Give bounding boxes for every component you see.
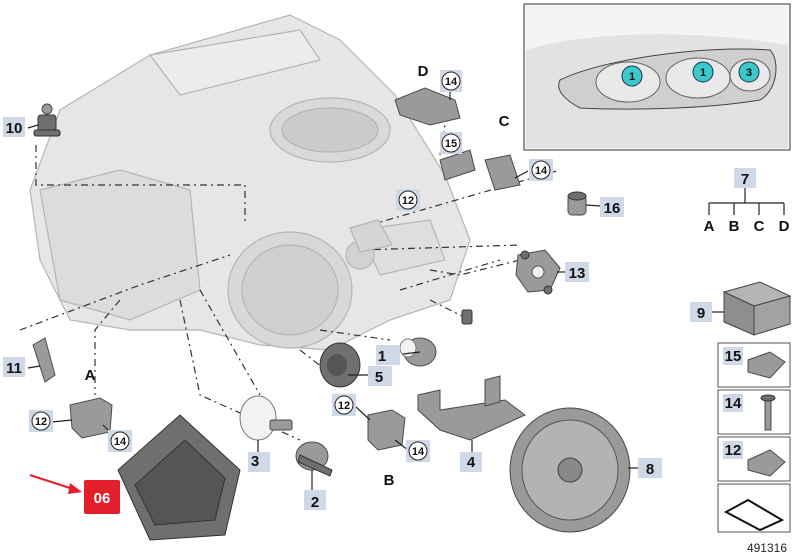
part-10-grommet [33, 103, 61, 137]
part-2-socket [295, 441, 333, 477]
callout-4: 4 [460, 452, 482, 472]
callout-12-b: 12 [332, 394, 356, 416]
part-13-flange [515, 249, 561, 295]
callout-06: 06 [84, 480, 120, 514]
part-9-box: 9 [690, 281, 792, 336]
part-screw [461, 309, 473, 325]
svg-text:7: 7 [741, 171, 749, 188]
callout-14-a: 14 [108, 430, 132, 452]
callout-12-a: 12 [29, 410, 53, 432]
svg-text:14: 14 [412, 446, 425, 458]
svg-text:14: 14 [114, 436, 127, 448]
svg-text:8: 8 [646, 461, 654, 478]
letter-c: C [499, 113, 510, 130]
svg-text:14: 14 [445, 76, 458, 88]
part-8-cover [509, 407, 631, 533]
callout-2: 2 [304, 490, 326, 511]
headlight-housing [29, 14, 471, 351]
legend-14: 14 [725, 395, 742, 412]
inset-marker-1b: 1 [700, 67, 706, 79]
inset-marker-3: 3 [746, 67, 752, 79]
part-d-bracket [394, 87, 461, 126]
callout-13: 13 [565, 262, 589, 282]
svg-text:4: 4 [467, 454, 476, 471]
svg-text:12: 12 [338, 400, 350, 412]
tree-letter-c: C [754, 218, 765, 235]
legend-12: 12 [725, 442, 742, 459]
part-3-bulb [239, 395, 293, 441]
letter-a: A [85, 367, 96, 384]
svg-text:3: 3 [251, 453, 259, 470]
highlight-arrow [29, 474, 82, 494]
part-a-bracket [69, 397, 113, 439]
vehicle-inset: 1 1 3 [523, 3, 791, 151]
part-c-bracket [484, 154, 521, 191]
part-12-anchor [349, 219, 393, 253]
svg-text:06: 06 [94, 490, 111, 507]
letter-b: B [384, 472, 395, 489]
part-4-bracket [417, 375, 526, 441]
svg-text:12: 12 [402, 195, 414, 207]
callout-1: 1 [376, 345, 400, 365]
callout-14-c: 14 [529, 159, 553, 181]
callout-12-center: 12 [396, 189, 420, 211]
svg-text:15: 15 [445, 138, 457, 150]
callout-15: 15 [440, 132, 462, 154]
callout-16: 16 [600, 197, 624, 217]
tree-letter-b: B [729, 218, 740, 235]
svg-text:2: 2 [311, 494, 319, 511]
svg-text:12: 12 [35, 416, 47, 428]
svg-text:5: 5 [375, 369, 383, 386]
callout-14-top: 14 [440, 70, 462, 92]
callout-10: 10 [3, 117, 25, 137]
svg-text:1: 1 [378, 348, 386, 365]
callout-3: 3 [248, 452, 270, 472]
kit-tree-7: 7 A B C D [704, 168, 790, 235]
reference-number: 491316 [747, 541, 787, 555]
callout-11: 11 [3, 357, 25, 377]
svg-text:11: 11 [6, 360, 22, 377]
legend-panels: 15 14 12 [717, 342, 791, 533]
svg-text:13: 13 [569, 265, 586, 282]
svg-text:16: 16 [604, 200, 621, 217]
letter-d: D [418, 63, 429, 80]
tree-letter-a: A [704, 218, 715, 235]
svg-text:14: 14 [535, 165, 548, 177]
part-15-pin [439, 149, 476, 181]
part-16-cap [567, 191, 587, 216]
legend-15: 15 [725, 348, 742, 365]
callout-14-b: 14 [406, 440, 430, 462]
svg-text:10: 10 [6, 120, 23, 137]
part-11-clip [32, 337, 56, 383]
callout-5: 5 [368, 366, 392, 386]
svg-text:9: 9 [697, 305, 705, 322]
part-06-control-unit [117, 414, 241, 541]
part-5-cover [319, 342, 361, 388]
tree-letter-d: D [779, 218, 790, 235]
inset-marker-1a: 1 [629, 71, 635, 83]
callout-8: 8 [638, 458, 662, 478]
